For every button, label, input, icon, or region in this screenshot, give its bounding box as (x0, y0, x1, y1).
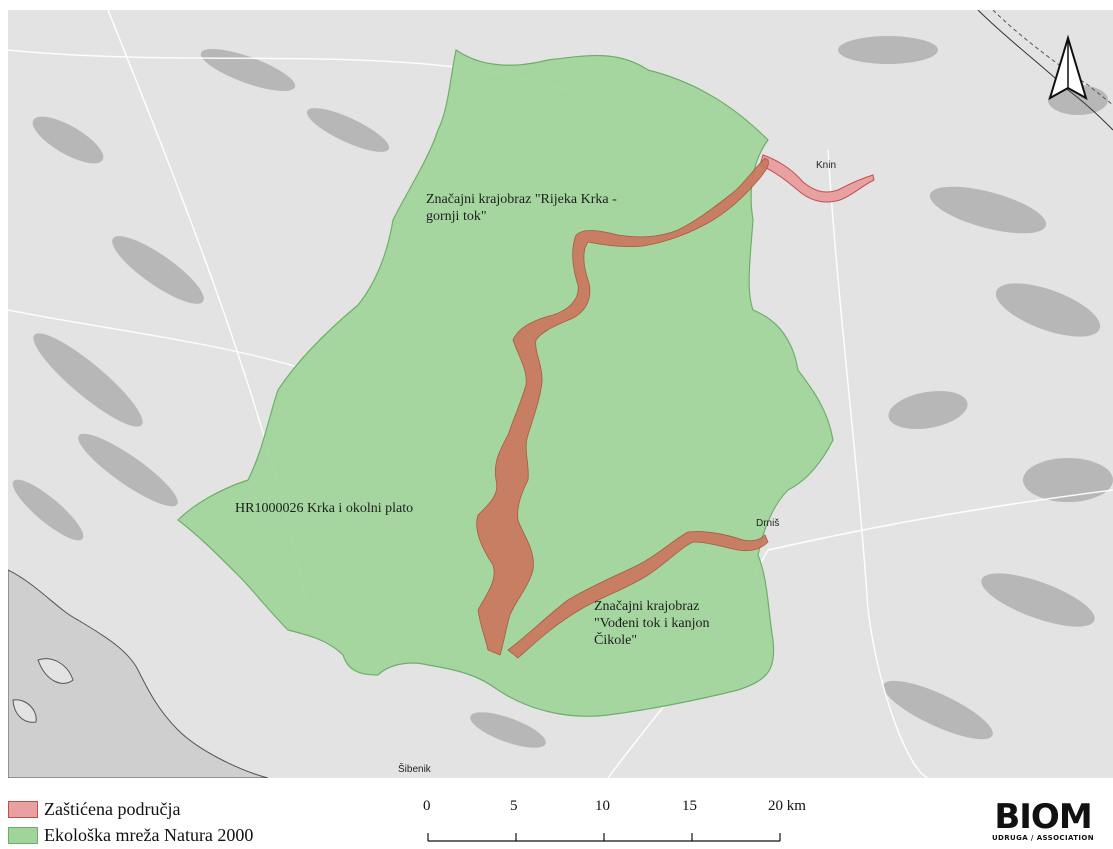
island (37, 658, 74, 684)
scale-tick-label: 5 (510, 798, 518, 814)
island (12, 699, 37, 723)
town-sibenik: Šibenik (398, 764, 431, 775)
legend-item-protected: Zaštićena područja (8, 796, 253, 822)
border-line-dashed (992, 9, 1113, 106)
label-cikola: Značajni krajobraz "Vođeni tok i kanjon … (594, 599, 710, 648)
scale-tick-label: 0 (423, 798, 431, 814)
logo-subtitle: UDRUGA / ASSOCIATION (991, 834, 1095, 842)
legend-label-protected: Zaštićena područja (44, 798, 181, 819)
scale-bar: 0 5 10 15 20 km (410, 798, 810, 848)
label-krka-gornji-tok: Značajni krajobraz "Rijeka Krka - gornji… (426, 192, 617, 224)
north-arrow-icon (1048, 34, 1088, 101)
sea-area (7, 569, 269, 779)
protected-area-knin[interactable] (759, 154, 875, 203)
legend-swatch-protected (8, 800, 38, 818)
legend-swatch-natura (8, 826, 38, 844)
map-canvas[interactable]: Značajni krajobraz "Rijeka Krka - gornji… (7, 9, 1113, 779)
legend: Zaštićena područja Ekološka mreža Natura… (8, 796, 253, 848)
scale-bar-line (427, 833, 781, 842)
scale-tick-label: 10 (595, 798, 610, 814)
protected-area-krka-upper[interactable] (476, 157, 769, 656)
terrain-patches (12, 36, 1113, 748)
legend-item-natura: Ekološka mreža Natura 2000 (8, 822, 253, 848)
biom-logo: BIOM UDRUGA / ASSOCIATION (978, 800, 1108, 845)
protected-area-cikola[interactable] (507, 531, 769, 659)
town-knin: Knin (816, 160, 837, 171)
map-svg (7, 9, 1113, 779)
label-natura-site: HR1000026 Krka i okolni plato (235, 501, 414, 516)
scale-tick-label: 20 km (768, 798, 806, 814)
town-drnis: Drniš (756, 518, 780, 529)
scale-tick-label: 15 (682, 798, 697, 814)
logo-word: BIOM (994, 797, 1092, 837)
legend-label-natura: Ekološka mreža Natura 2000 (44, 824, 254, 845)
